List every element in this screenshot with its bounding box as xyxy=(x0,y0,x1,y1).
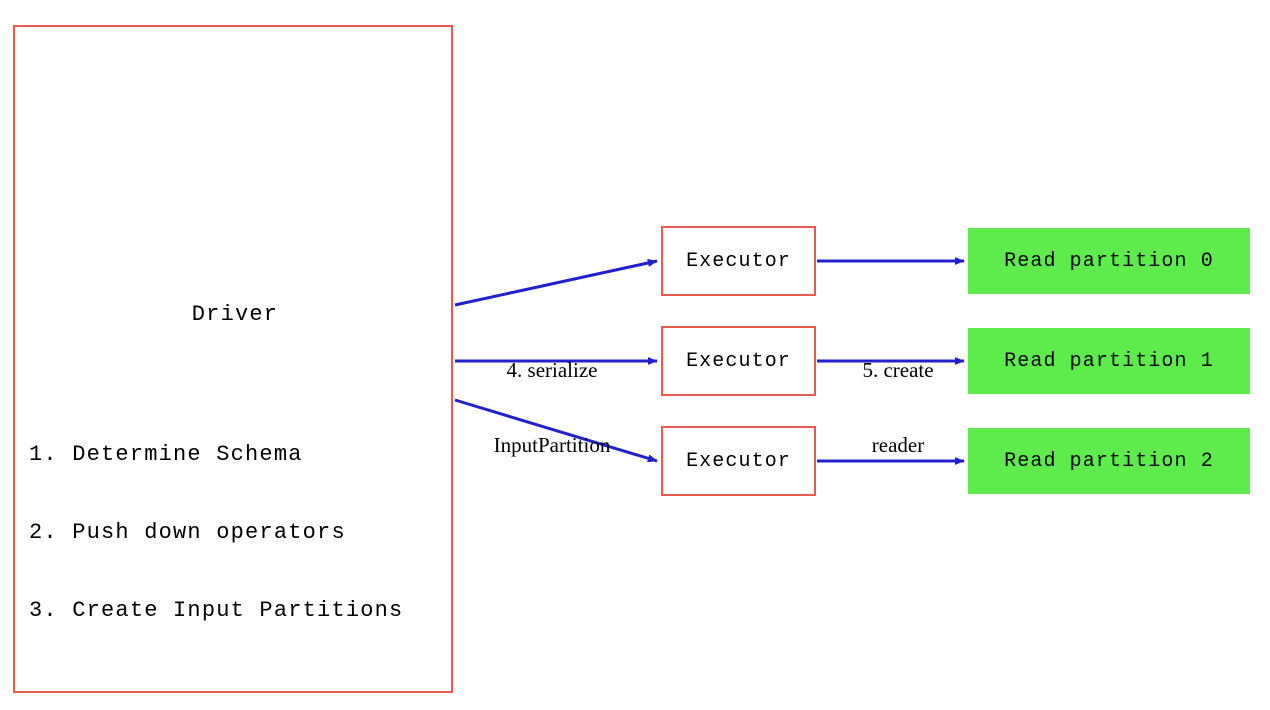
driver-step-3: 3. Create Input Partitions xyxy=(29,598,404,623)
edge-label-serialize-line-2: InputPartition xyxy=(493,433,611,457)
driver-box: Driver 1. Determine Schema 2. Push down … xyxy=(13,25,453,693)
driver-step-1: 1. Determine Schema xyxy=(29,442,303,467)
edge-label-create-reader: 5. create reader xyxy=(828,308,968,508)
edge-label-create-line-2: reader xyxy=(871,433,925,457)
executor-box-2: Executor xyxy=(661,426,816,496)
driver-title: Driver xyxy=(191,302,279,327)
executor-box-1: Executor xyxy=(661,326,816,396)
partition-box-0: Read partition 0 xyxy=(968,228,1250,294)
driver-step-list: 1. Determine Schema 2. Push down operato… xyxy=(29,390,449,676)
driver-step-2: 2. Push down operators xyxy=(29,520,346,545)
partition-box-2: Read partition 2 xyxy=(968,428,1250,494)
partition-box-1: Read partition 1 xyxy=(968,328,1250,394)
executor-box-0: Executor xyxy=(661,226,816,296)
edge-label-create-line-1: 5. create xyxy=(862,358,934,382)
edge-label-serialize-input-partition: 4. serialize InputPartition xyxy=(464,308,640,508)
arrow-driver-to-executor-0 xyxy=(454,259,658,307)
edge-label-serialize-line-1: 4. serialize xyxy=(506,358,598,382)
